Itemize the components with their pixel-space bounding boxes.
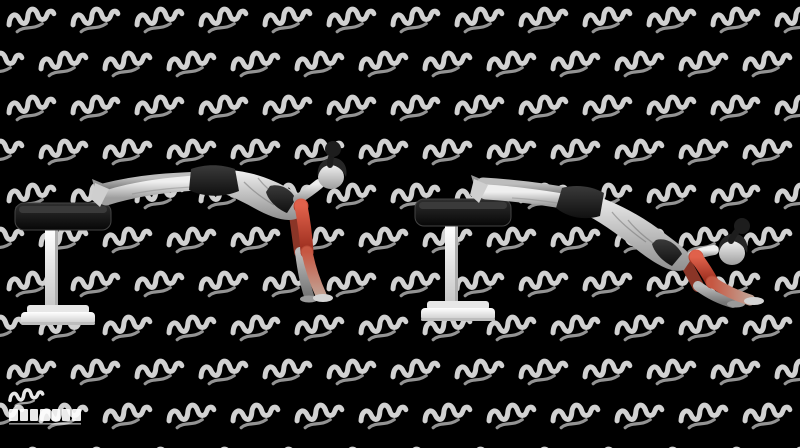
sports-bra <box>652 239 682 266</box>
near-foot <box>470 179 488 203</box>
figure-left <box>91 141 347 303</box>
bench-right-post <box>445 225 458 305</box>
bench-left-post <box>45 229 58 309</box>
bench-left-pad-sheen <box>19 206 107 213</box>
logo-underline <box>9 423 81 425</box>
hair-bun <box>734 218 750 234</box>
head <box>318 165 344 189</box>
far-forearm <box>295 247 314 301</box>
watermark-logo <box>7 386 81 425</box>
near-hand <box>744 297 764 305</box>
bench-right-base-shade <box>421 318 495 321</box>
shorts <box>556 185 604 219</box>
bench-right-post-shade <box>455 225 458 305</box>
bench-left-base-shade <box>21 322 95 325</box>
bench-left-post-shade <box>55 229 58 309</box>
near-forearm-highlighted <box>301 246 327 301</box>
bench-right <box>414 198 512 321</box>
bench-left-base-top <box>27 305 89 314</box>
near-hand <box>313 294 333 302</box>
bench-right-base-top <box>427 301 489 310</box>
neck <box>293 179 324 204</box>
sports-bra <box>266 185 296 213</box>
bench-left <box>14 202 112 325</box>
oblique-line <box>243 181 275 206</box>
thigh-muscle-line <box>131 186 193 195</box>
logo-wordmark-blocks <box>9 409 81 421</box>
bench-left-base <box>21 312 95 325</box>
near-upper-arm-highlighted <box>294 199 314 259</box>
shorts <box>189 165 239 196</box>
near-foot <box>91 183 109 207</box>
oblique-line <box>611 211 647 243</box>
hair-bun <box>325 141 341 157</box>
bench-right-pad-sheen <box>419 202 507 209</box>
figure-right <box>470 175 764 308</box>
bench-right-base <box>421 308 495 321</box>
hair <box>317 157 347 177</box>
hair <box>718 233 748 253</box>
head <box>719 241 745 265</box>
